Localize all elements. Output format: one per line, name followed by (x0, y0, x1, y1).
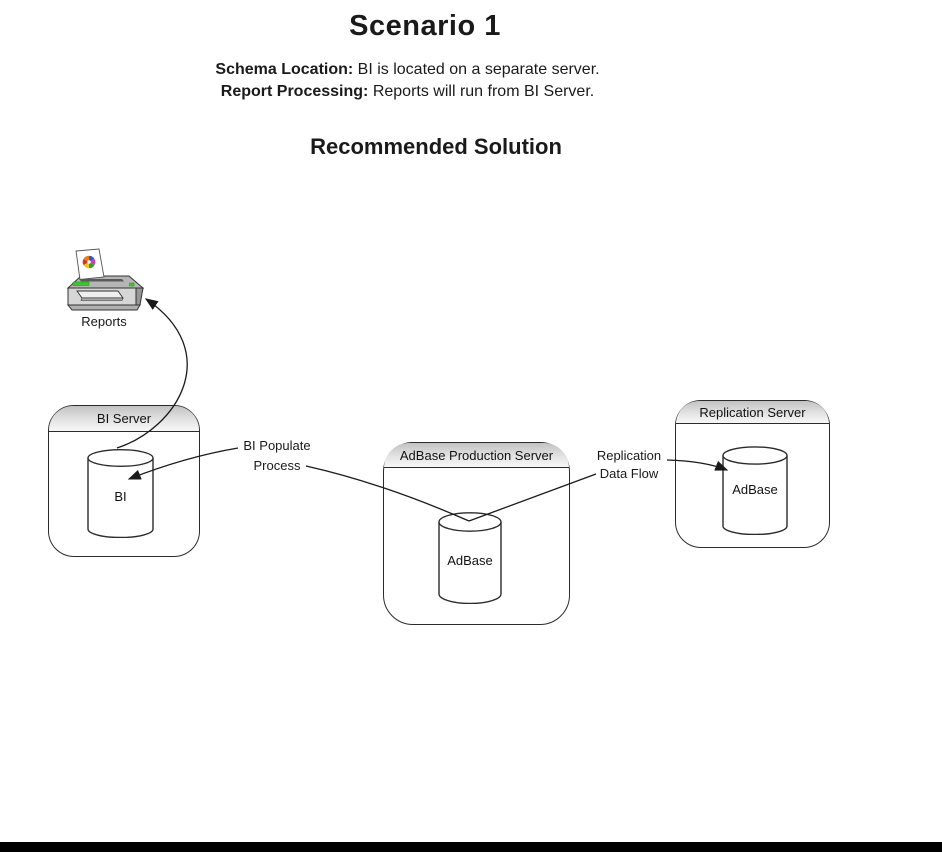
page-title: Scenario 1 (349, 10, 501, 42)
database-label-adbase-production: AdBase (447, 553, 493, 568)
report-processing-label: Report Processing: (220, 82, 369, 100)
color-wheel-graphic (82, 255, 96, 269)
schema-location-text: BI is located on a separate server. (353, 61, 600, 78)
database-cylinder-adbase-replication (722, 446, 788, 535)
printer-led-dot (129, 282, 135, 287)
printer-icon (66, 248, 144, 311)
database-label-bi: BI (114, 489, 127, 504)
connector-label-line: Data Flow (599, 465, 659, 481)
printer-output-tray (76, 290, 124, 299)
schema-location-label: Schema Location: (215, 61, 354, 78)
printer-label: Reports (81, 314, 127, 329)
bottom-bar (0, 842, 942, 852)
connector-label-bi-populate-process: BI Populate Process (230, 436, 324, 476)
connector-label-line: Process (253, 458, 301, 473)
server-title-replication: Replication Server (676, 401, 829, 424)
report-processing-text: Reports will run from BI Server. (368, 82, 595, 100)
connector-label-line: Replication (596, 448, 662, 463)
schema-location-line: Schema Location: BI is located on a sepa… (85, 59, 730, 81)
printer-led-strip (72, 281, 90, 286)
printer-side-face (135, 287, 144, 306)
printer-paper-slot (79, 279, 124, 282)
connector-label-replication-data-flow: Replication Data Flow (590, 447, 668, 482)
scenario-description: Schema Location: BI is located on a sepa… (85, 59, 730, 102)
report-processing-line: Report Processing: Reports will run from… (85, 81, 730, 103)
printer-tray-shadow (80, 297, 124, 301)
database-label-adbase-replication: AdBase (732, 482, 778, 497)
connector-label-line: BI Populate (243, 438, 311, 453)
server-title-bi: BI Server (49, 406, 199, 432)
server-title-adbase-production: AdBase Production Server (384, 443, 569, 468)
printer-base (66, 304, 141, 311)
section-subtitle: Recommended Solution (310, 134, 562, 159)
